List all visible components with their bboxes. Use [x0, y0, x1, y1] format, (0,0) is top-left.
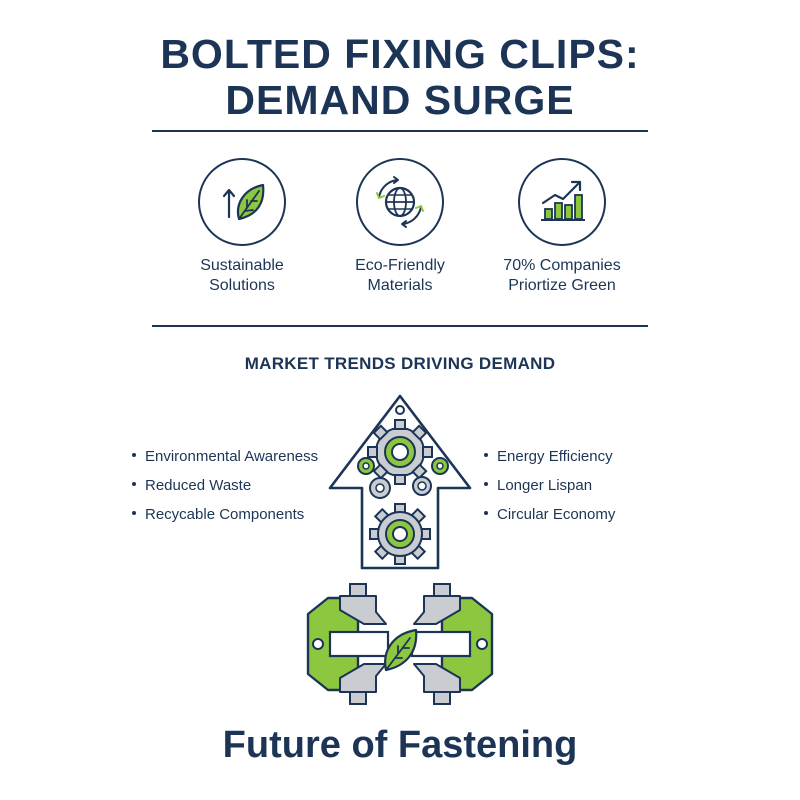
trends-list-right: Energy Efficiency Longer Lispan Circular… [484, 442, 615, 529]
list-item: Energy Efficiency [484, 442, 615, 471]
feature-eco-friendly: Eco-Friendly Materials [320, 158, 480, 296]
title-line-2: DEMAND SURGE [225, 77, 575, 123]
list-item: Reduced Waste [132, 471, 318, 500]
top-divider [152, 130, 648, 132]
feature-sustainable: Sustainable Solutions [162, 158, 322, 296]
trends-list-left: Environmental Awareness Reduced Waste Re… [132, 442, 318, 529]
list-item: Longer Lispan [484, 471, 615, 500]
up-arrow-gears-icon [320, 392, 480, 572]
feature-companies-green: 70% Companies Priortize Green [482, 158, 642, 296]
list-item: Recycable Components [132, 500, 318, 529]
footer-title: Future of Fastening [222, 724, 578, 766]
list-item: Environmental Awareness [132, 442, 318, 471]
globe-recycle-icon [356, 158, 444, 246]
feature-label-line2: Priortize Green [508, 277, 616, 294]
feature-label-line2: Solutions [209, 277, 275, 294]
title-line-1: BOLTED FIXING CLIPS: [160, 31, 640, 77]
feature-label-line1: Eco-Friendly [355, 257, 445, 274]
feature-label-line1: 70% Companies [503, 257, 621, 274]
bar-chart-growth-icon [518, 158, 606, 246]
trends-heading: MARKET TRENDS DRIVING DEMAND [244, 354, 556, 373]
feature-label-line2: Materials [367, 277, 433, 294]
middle-divider [152, 325, 648, 327]
list-item: Circular Economy [484, 500, 615, 529]
feature-label-line1: Sustainable [200, 257, 284, 274]
bolted-clip-leaf-icon [300, 578, 500, 710]
leaf-growth-icon [198, 158, 286, 246]
